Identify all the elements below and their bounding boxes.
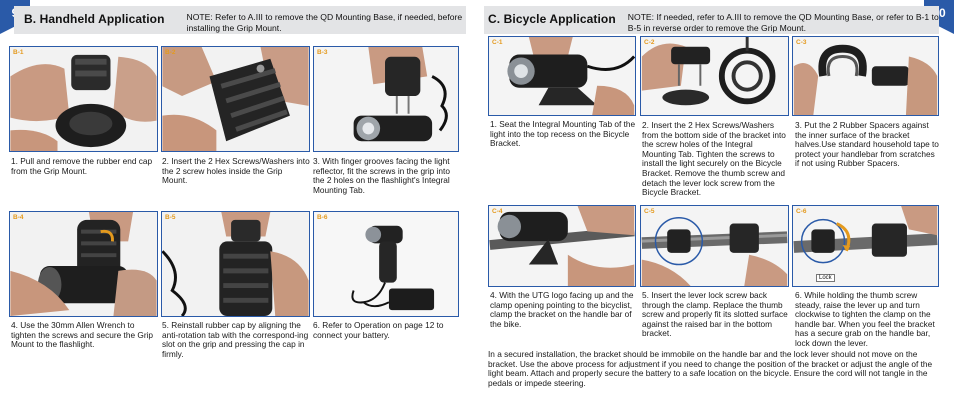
step-caption-c5: 5. Insert the lever lock screw back thro…: [642, 290, 788, 339]
step-label: B-6: [317, 214, 328, 221]
step-caption-b5: 5. Reinstall rubber cap by aligning the …: [162, 320, 309, 359]
step-label: B-5: [165, 214, 176, 221]
step-label: C-5: [644, 208, 655, 215]
installation-footer-note: In a secured installation, the bracket s…: [488, 349, 933, 388]
battery-connection-illustration: [314, 212, 458, 316]
step-image-b2: B-2: [161, 46, 310, 152]
lock-lever-illustration: [793, 206, 938, 286]
step-label: B-4: [13, 214, 24, 221]
step-image-c3: C-3: [792, 36, 939, 116]
step-image-b6: B-6: [313, 211, 459, 317]
allen-wrench-illustration: [10, 212, 157, 316]
step-caption-c2: 2. Insert the 2 Hex Screws/Washers from …: [642, 120, 786, 198]
section-header-handheld: B. Handheld Application NOTE: Refer to A…: [14, 6, 466, 34]
step-label: C-1: [492, 39, 503, 46]
step-label: C-2: [644, 39, 655, 46]
step-caption-c6: 6. While holding the thumb screw steady,…: [795, 290, 935, 348]
reinstall-cap-illustration: [162, 212, 309, 316]
step-caption-b3: 3. With finger grooves facing the light …: [313, 156, 450, 195]
step-image-b4: B-4: [9, 211, 158, 317]
step-label: C-6: [796, 208, 807, 215]
clamp-handlebar-illustration: [489, 206, 635, 286]
rubber-spacers-illustration: [793, 37, 938, 115]
step-image-c5: C-5: [640, 205, 789, 287]
step-caption-c4: 4. With the UTG logo facing up and the c…: [490, 290, 634, 329]
section-note: NOTE: If needed, refer to A.III to remov…: [627, 12, 939, 33]
step-image-c1: C-1: [488, 36, 636, 116]
step-caption-b4: 4. Use the 30mm Allen Wrench to tighten …: [11, 320, 154, 350]
grip-flashlight-illustration: [314, 47, 458, 151]
step-label: C-4: [492, 208, 503, 215]
bracket-seat-illustration: [489, 37, 635, 115]
step-caption-c1: 1. Seat the Integral Mounting Tab of the…: [490, 119, 636, 149]
section-title: B. Handheld Application: [24, 12, 165, 26]
step-label: B-2: [165, 49, 176, 56]
step-image-b5: B-5: [161, 211, 310, 317]
step-caption-b6: 6. Refer to Operation on page 12 to conn…: [313, 320, 444, 340]
step-image-b1: B-1: [9, 46, 158, 152]
step-image-c6: Lock C-6: [792, 205, 939, 287]
rubber-cap-illustration: [10, 47, 157, 151]
step-caption-b1: 1. Pull and remove the rubber end cap fr…: [11, 156, 153, 176]
section-note: NOTE: Refer to A.III to remove the QD Mo…: [186, 12, 463, 33]
step-caption-c3: 3. Put the 2 Rubber Spacers against the …: [795, 120, 939, 169]
section-title: C. Bicycle Application: [488, 12, 616, 26]
section-header-bicycle: C. Bicycle Application NOTE: If needed, …: [484, 6, 939, 34]
grip-screws-illustration: [162, 47, 309, 151]
step-label: B-1: [13, 49, 24, 56]
bracket-screws-illustration: [641, 37, 788, 115]
lever-lock-screw-illustration: [641, 206, 788, 286]
step-label: C-3: [796, 39, 807, 46]
step-image-b3: B-3: [313, 46, 459, 152]
step-image-c2: C-2: [640, 36, 789, 116]
step-image-c4: C-4: [488, 205, 636, 287]
step-caption-b2: 2. Insert the 2 Hex Screws/Washers into …: [162, 156, 310, 186]
lock-callout: Lock: [816, 274, 835, 282]
step-label: B-3: [317, 49, 328, 56]
